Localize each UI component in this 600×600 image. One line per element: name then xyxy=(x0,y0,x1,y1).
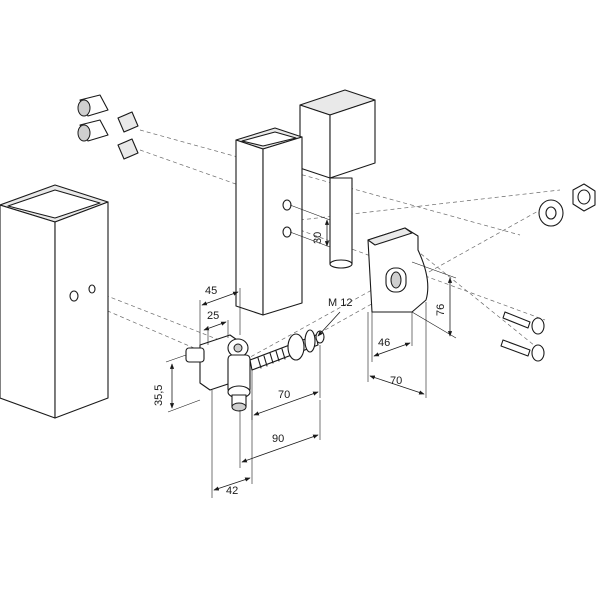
end-caps xyxy=(77,94,139,160)
dim-70-plate: 70 xyxy=(367,302,427,398)
dim-76-label: 76 xyxy=(435,304,447,316)
carriage-bolt-upper xyxy=(502,311,545,335)
dim-90: 90 xyxy=(239,400,321,468)
carriage-bolts xyxy=(500,311,545,362)
dim-35-5: 35,5 xyxy=(153,354,201,413)
dim-30: 30 xyxy=(289,204,331,248)
dim-70-plate-label: 70 xyxy=(390,375,402,387)
dim-42-label: 42 xyxy=(226,485,238,497)
upright-hole-lower xyxy=(282,226,292,238)
m12-label: M 12 xyxy=(328,297,352,309)
dim-42: 42 xyxy=(211,390,253,498)
dim-46: 46 xyxy=(371,312,413,362)
dim-30-label: 30 xyxy=(312,232,324,244)
dim-25: 25 xyxy=(203,310,229,345)
end-cap-1 xyxy=(77,94,139,133)
rod-nut xyxy=(287,333,305,361)
mounting-plate xyxy=(367,227,429,313)
dim-35-5-label: 35,5 xyxy=(153,385,165,406)
upright-hole-upper xyxy=(282,199,292,211)
post-bolt-hole-front xyxy=(69,290,79,302)
dim-25-label: 25 xyxy=(207,310,219,322)
upright-post-with-rail xyxy=(235,89,376,316)
hinge-bracket xyxy=(185,334,251,412)
washer-and-nut xyxy=(538,183,596,227)
left-gate-post xyxy=(0,184,109,419)
dim-70-hinge-label: 70 xyxy=(278,389,290,401)
rod-washer xyxy=(304,329,316,353)
end-cap-2 xyxy=(77,119,139,160)
carriage-bolt-lower xyxy=(500,339,545,362)
dim-46-label: 46 xyxy=(378,337,390,349)
dim-70-hinge: 70 xyxy=(251,345,321,420)
post-bolt-hole-back xyxy=(88,284,96,294)
dim-90-label: 90 xyxy=(272,433,284,445)
dim-76: 76 xyxy=(411,261,457,339)
dim-45-label: 45 xyxy=(205,285,217,297)
dim-45: 45 xyxy=(199,285,241,345)
threaded-rod xyxy=(249,329,325,371)
label-m12: M 12 xyxy=(317,297,352,337)
